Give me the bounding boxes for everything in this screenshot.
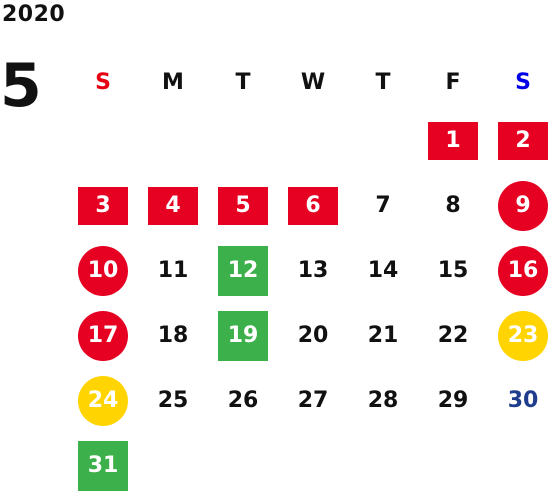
day-number-marked: 23 — [498, 310, 548, 361]
empty-day-cell — [138, 108, 208, 173]
day-cell[interactable]: 18 — [138, 303, 208, 368]
day-number-marked: 10 — [78, 245, 128, 296]
day-cell[interactable]: 14 — [348, 238, 418, 303]
day-cell[interactable]: 22 — [418, 303, 488, 368]
empty-day-cell — [278, 108, 348, 173]
day-cell[interactable]: 21 — [348, 303, 418, 368]
day-cell[interactable]: 23 — [488, 303, 548, 368]
day-number-marked: 1 — [428, 121, 478, 160]
day-cell[interactable]: 11 — [138, 238, 208, 303]
day-cell[interactable]: 1 — [418, 108, 488, 173]
day-cell[interactable]: 30 — [488, 368, 548, 433]
day-number-marked: 5 — [218, 186, 268, 225]
day-number-marked: 9 — [498, 180, 548, 231]
day-number-marked: 4 — [148, 186, 198, 225]
day-number: 20 — [297, 323, 329, 348]
empty-day-cell — [68, 108, 138, 173]
empty-day-cell — [208, 108, 278, 173]
month-label: 5 — [0, 51, 42, 121]
day-number: 11 — [157, 258, 189, 283]
day-cell[interactable]: 3 — [68, 173, 138, 238]
weekday-header: W — [300, 69, 326, 95]
year-label: 2020 — [2, 2, 66, 27]
day-cell[interactable]: 24 — [68, 368, 138, 433]
day-cell[interactable]: 10 — [68, 238, 138, 303]
empty-day-cell — [348, 108, 418, 173]
day-cell[interactable]: 6 — [278, 173, 348, 238]
day-number: 22 — [437, 323, 469, 348]
weekday-header: T — [375, 69, 391, 95]
day-number: 21 — [367, 323, 399, 348]
day-number: 26 — [227, 388, 259, 413]
day-number-marked: 19 — [218, 310, 268, 361]
day-number-marked: 31 — [78, 440, 128, 491]
day-number: 27 — [297, 388, 329, 413]
day-number: 25 — [157, 388, 189, 413]
day-cell[interactable]: 27 — [278, 368, 348, 433]
day-cell[interactable]: 16 — [488, 238, 548, 303]
day-cell[interactable]: 7 — [348, 173, 418, 238]
day-cell[interactable]: 31 — [68, 433, 138, 498]
day-number: 7 — [375, 193, 391, 218]
day-cell[interactable]: 4 — [138, 173, 208, 238]
day-number: 18 — [157, 323, 189, 348]
day-cell[interactable]: 28 — [348, 368, 418, 433]
day-cell[interactable]: 25 — [138, 368, 208, 433]
day-cell[interactable]: 17 — [68, 303, 138, 368]
day-cell[interactable]: 12 — [208, 238, 278, 303]
day-cell[interactable]: 8 — [418, 173, 488, 238]
day-number: 30 — [507, 388, 539, 413]
weekday-header: M — [162, 69, 184, 95]
day-number: 28 — [367, 388, 399, 413]
day-cell[interactable]: 26 — [208, 368, 278, 433]
day-number-marked: 16 — [498, 245, 548, 296]
day-number-marked: 3 — [78, 186, 128, 225]
day-cell[interactable]: 29 — [418, 368, 488, 433]
weekday-header: S — [515, 69, 531, 95]
day-number: 14 — [367, 258, 399, 283]
day-cell[interactable]: 13 — [278, 238, 348, 303]
weekday-header: S — [95, 69, 111, 95]
day-number: 13 — [297, 258, 329, 283]
day-number: 8 — [445, 193, 461, 218]
day-cell[interactable]: 20 — [278, 303, 348, 368]
weekday-header: T — [235, 69, 251, 95]
day-cell[interactable]: 5 — [208, 173, 278, 238]
day-number-marked: 6 — [288, 186, 338, 225]
day-cell[interactable]: 9 — [488, 173, 548, 238]
day-number-marked: 12 — [218, 245, 268, 296]
day-number-marked: 17 — [78, 310, 128, 361]
day-cell[interactable]: 15 — [418, 238, 488, 303]
day-number-marked: 2 — [498, 121, 548, 160]
day-number-marked: 24 — [78, 375, 128, 426]
weekday-header: F — [445, 69, 461, 95]
day-cell[interactable]: 2 — [488, 108, 548, 173]
day-number: 15 — [437, 258, 469, 283]
day-number: 29 — [437, 388, 469, 413]
day-cell[interactable]: 19 — [208, 303, 278, 368]
